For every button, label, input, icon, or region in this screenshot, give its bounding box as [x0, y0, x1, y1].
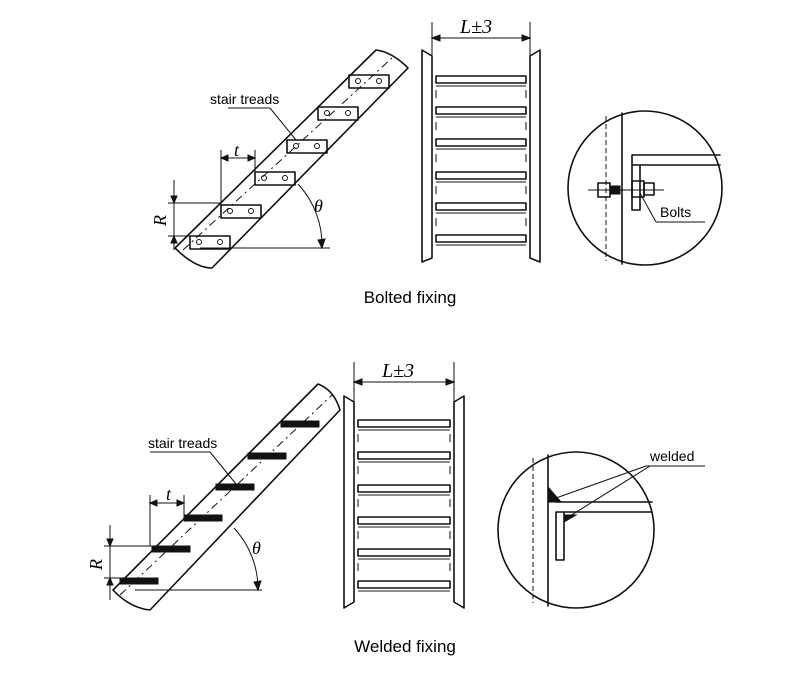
welded-detail: welded [497, 448, 705, 609]
bolted-front-tread [435, 202, 527, 214]
bolted-front-tread [435, 171, 527, 183]
welded-stair-treads-label: stair treads [148, 435, 217, 451]
welded-front-tread [357, 516, 451, 528]
bolted-theta-symbol: θ [314, 196, 323, 216]
welded-fixing-caption: Welded fixing [354, 637, 456, 656]
welded-tread [215, 483, 255, 491]
bolts-label: Bolts [660, 204, 691, 220]
welded-front-tread [357, 451, 451, 463]
welded-r-symbol: R [86, 559, 106, 571]
bolted-tread [189, 235, 231, 250]
welded-tread [119, 577, 159, 585]
bolted-front-tread [435, 138, 527, 150]
welded-tread [280, 420, 320, 428]
bolted-tread [286, 139, 328, 154]
bolted-front-tread [435, 234, 527, 246]
welded-front-view: L±3 [343, 360, 465, 609]
bolted-tread [254, 171, 296, 186]
bolted-t-symbol: t [234, 140, 240, 160]
welded-side-view: stair treads t R θ [86, 383, 341, 611]
bolted-side-view: stair treads t R θ [150, 49, 409, 269]
bolted-l-dimension: L±3 [459, 16, 492, 38]
bolted-detail: Bolts [567, 110, 723, 266]
bolted-tread [220, 204, 262, 219]
bolted-tread [317, 106, 359, 121]
bolted-fixing-caption: Bolted fixing [364, 288, 457, 307]
welded-l-dimension: L±3 [381, 360, 414, 382]
bolted-r-symbol: R [150, 215, 170, 227]
bolted-front-tread [435, 106, 527, 118]
welded-front-tread [357, 484, 451, 496]
welded-front-tread [357, 419, 451, 431]
welded-label: welded [649, 448, 694, 464]
bolted-stair-treads-label: stair treads [210, 91, 279, 107]
welded-tread [183, 514, 223, 522]
welded-theta-symbol: θ [252, 538, 261, 558]
bolted-tread [348, 74, 390, 89]
welded-tread [247, 452, 287, 460]
welded-tread [151, 545, 191, 553]
welded-t-symbol: t [166, 484, 172, 504]
bolted-front-view: L±3 [421, 16, 541, 263]
welded-front-tread [357, 580, 451, 592]
welded-front-tread [357, 548, 451, 560]
bolted-front-tread [435, 75, 527, 87]
